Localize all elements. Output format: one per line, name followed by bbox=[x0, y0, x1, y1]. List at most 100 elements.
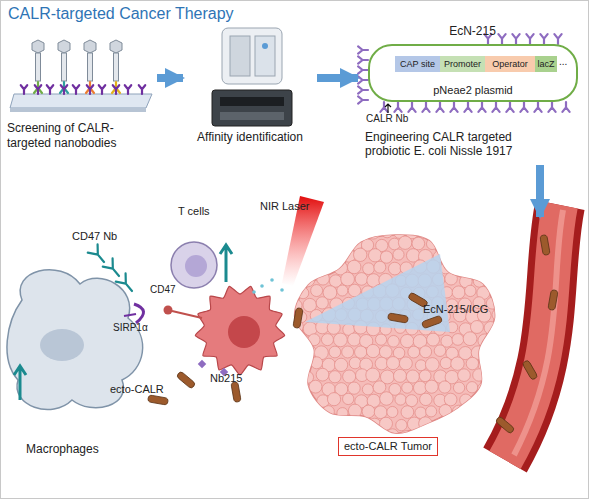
light-beam bbox=[305, 254, 450, 332]
cd47-nanobody bbox=[88, 244, 109, 266]
tumor-cell bbox=[458, 250, 471, 263]
sirp-stalk bbox=[124, 314, 136, 316]
calr-antigen bbox=[61, 85, 67, 94]
displayed-nanobody bbox=[86, 82, 94, 93]
tumor-cell bbox=[398, 236, 411, 249]
tumor-cell bbox=[328, 251, 340, 263]
tumor-cell bbox=[485, 227, 498, 240]
ecto-calr-protein bbox=[198, 360, 206, 368]
calr-antigen bbox=[47, 85, 53, 94]
tumor-cell bbox=[460, 419, 472, 431]
tumor-cell bbox=[310, 430, 323, 443]
tumor-cell bbox=[451, 357, 464, 370]
calr-nanobody bbox=[436, 102, 443, 112]
tumor-cell bbox=[438, 431, 452, 445]
tumor-cell bbox=[446, 418, 458, 430]
tumor-cell bbox=[362, 405, 375, 418]
tumor-cell bbox=[304, 346, 316, 358]
tumor-cell bbox=[433, 224, 446, 237]
cancer-cell bbox=[195, 286, 284, 375]
pointer-arrow bbox=[385, 104, 391, 113]
flow-arrow bbox=[317, 74, 358, 82]
tumor-cell bbox=[439, 404, 451, 416]
tumor-cell bbox=[311, 357, 323, 369]
tumor-cell bbox=[473, 418, 485, 430]
calr-nanobody bbox=[358, 86, 368, 93]
tumor-cell bbox=[474, 226, 486, 238]
tumor-cell bbox=[401, 406, 414, 419]
tumor-cell bbox=[308, 334, 320, 346]
tumor-cell bbox=[374, 406, 387, 419]
engineered-probiotic: EcN-215pNeae2 plasmidEngineering CALR ta… bbox=[360, 22, 585, 164]
calr-nanobody bbox=[540, 34, 547, 44]
tumor-cell bbox=[470, 321, 483, 334]
tumor-cell bbox=[426, 406, 437, 417]
tumor-cell bbox=[466, 407, 478, 419]
tumor-cell bbox=[290, 418, 303, 431]
tumor-cell bbox=[420, 393, 432, 405]
vessel-highlight bbox=[514, 210, 563, 455]
tumor-cell bbox=[492, 333, 504, 345]
phage-tail bbox=[36, 53, 41, 81]
tumor-cell bbox=[309, 404, 322, 417]
tumor-cell bbox=[303, 418, 315, 430]
tumor-cell bbox=[367, 226, 380, 239]
plasmid-segment: Promoter bbox=[440, 56, 485, 72]
calr-antigen bbox=[21, 85, 27, 94]
tumor-cell bbox=[316, 297, 328, 309]
tumor-cell bbox=[478, 382, 491, 395]
calr-nanobody bbox=[358, 76, 368, 83]
calr-nanobody bbox=[506, 102, 513, 112]
tumor-cell bbox=[324, 239, 336, 251]
tumor-region: ecto-CALR Tumor bbox=[300, 218, 562, 460]
sirp1a-receptor bbox=[134, 304, 144, 323]
tumor-cell bbox=[297, 287, 308, 298]
tumor-cell bbox=[337, 285, 348, 296]
bacterium bbox=[388, 313, 409, 323]
displayed-nanobody bbox=[112, 82, 120, 93]
displayed-nanobody bbox=[34, 82, 42, 93]
annotation: SIRP1α bbox=[113, 322, 148, 334]
tumor-cell bbox=[408, 346, 420, 358]
annotation: NIR Laser bbox=[260, 200, 310, 213]
flow-arrow bbox=[536, 165, 544, 217]
tumor-cell bbox=[473, 393, 485, 405]
tumor-cell bbox=[388, 262, 401, 275]
tumor-cell bbox=[453, 263, 467, 277]
calr-nanobody bbox=[464, 102, 471, 112]
calr-nanobody bbox=[526, 34, 533, 44]
title: CALR-targeted Cancer Therapy bbox=[8, 4, 234, 23]
tumor-cell bbox=[323, 431, 336, 444]
tumor-cell bbox=[466, 382, 477, 393]
tumor-cell bbox=[447, 225, 461, 239]
tumor-cell bbox=[445, 272, 458, 285]
tumor-cell bbox=[356, 226, 367, 237]
phage-head bbox=[32, 40, 44, 53]
calr-antigen bbox=[35, 85, 41, 94]
tumor-cell bbox=[309, 263, 321, 275]
tumor-cell bbox=[388, 335, 400, 347]
tumor-cell bbox=[355, 346, 367, 358]
node-text: lacZ bbox=[535, 56, 557, 72]
calr-nanobody bbox=[478, 102, 485, 112]
calr-nanobody bbox=[394, 102, 401, 112]
tumor-cell bbox=[315, 418, 328, 431]
tumor-cell bbox=[309, 380, 322, 393]
tumor-cell bbox=[311, 285, 323, 297]
tumor-cell bbox=[466, 357, 479, 370]
tumor-cell bbox=[353, 248, 366, 261]
calr-antigen bbox=[113, 85, 119, 94]
phage-tail bbox=[114, 53, 119, 81]
tumor-cell bbox=[440, 357, 452, 369]
tumor-cell bbox=[458, 369, 471, 382]
tumor-cell bbox=[465, 285, 476, 296]
annotation: T cells bbox=[178, 205, 210, 218]
tumor-cell bbox=[341, 225, 354, 238]
flow-arrow bbox=[157, 74, 183, 82]
increase-arrow bbox=[14, 366, 26, 400]
tumor-cell bbox=[486, 273, 499, 286]
tumor-cell bbox=[381, 226, 393, 238]
node-text: EcN-215 bbox=[360, 24, 585, 38]
tumor-cell bbox=[466, 239, 479, 252]
